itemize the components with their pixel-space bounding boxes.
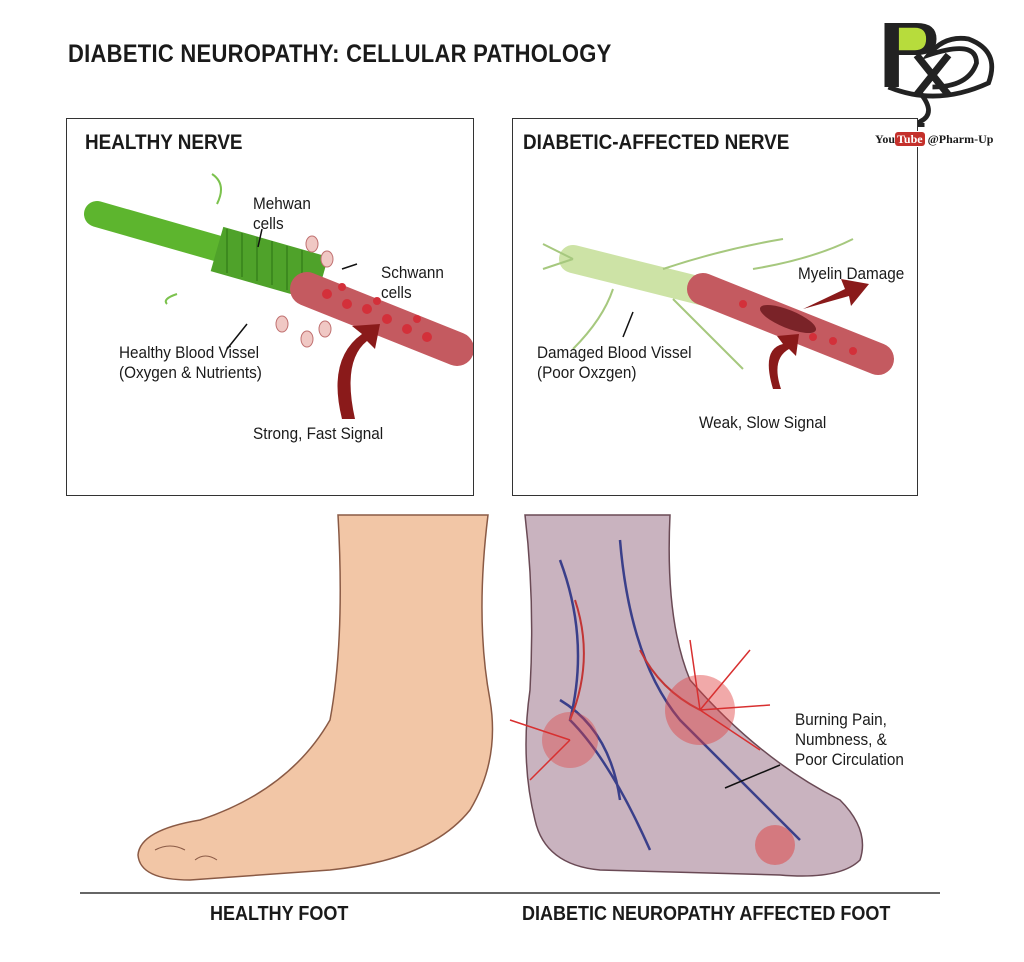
logo-tube: Tube <box>895 132 925 146</box>
label-damaged-vessel: Damaged Blood Vissel(Poor Oxzgen) <box>537 343 692 382</box>
label-strong-signal: Strong, Fast Signal <box>253 424 384 443</box>
label-weak-signal: Weak, Slow Signal <box>699 413 827 432</box>
label-healthy-vessel: Healthy Blood Vissel(Oxygen & Nutrients) <box>119 343 262 382</box>
healthy-foot-icon <box>137 514 494 881</box>
healthy-foot-label: HEALTHY FOOT <box>210 903 349 925</box>
label-symptoms: Burning Pain,Numbness, &Poor Circulation <box>795 710 904 769</box>
diabetic-nerve-title: DIABETIC-AFFECTED NERVE <box>523 131 790 154</box>
label-myelin-damage: Myelin Damage <box>798 264 905 283</box>
symptom-pointer <box>724 764 781 789</box>
healthy-nerve-illustration <box>84 173 473 419</box>
diabetic-foot-label: DIABETIC NEUROPATHY AFFECTED FOOT <box>522 903 891 925</box>
rx-snake-logo-icon <box>884 23 995 127</box>
diabetic-foot-icon <box>509 514 864 877</box>
healthy-nerve-title: HEALTHY NERVE <box>85 131 243 154</box>
logo-handle: @Pharm-Up <box>927 132 994 146</box>
diabetic-nerve-panel: DIABETIC-AFFECTED NERVE Myelin Damage Da… <box>512 118 918 496</box>
page-title: DIABETIC NEUROPATHY: CELLULAR PATHOLOGY <box>68 40 612 68</box>
logo-you: You <box>875 132 896 146</box>
damaged-nerve-illustration <box>542 238 894 389</box>
